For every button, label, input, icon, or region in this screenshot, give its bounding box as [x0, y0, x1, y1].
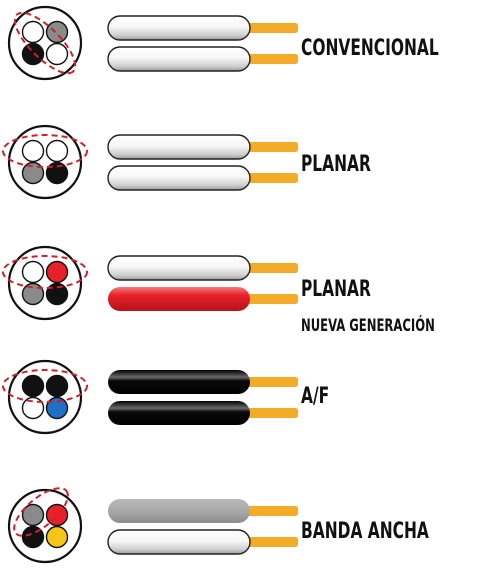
- pair-marker-4: [2, 369, 88, 403]
- cable-row-2: [2, 124, 298, 200]
- conductor-dot-3-2: [45, 260, 69, 284]
- pair-marker-2: [2, 134, 88, 168]
- conductor-dot-5-1: [21, 503, 45, 527]
- wire-3-1: [107, 255, 251, 281]
- pair-marker-5: [13, 487, 69, 537]
- conductor-tip-3-1: [246, 263, 298, 273]
- row-5-label: BANDA ANCHA: [301, 519, 429, 544]
- conductor-tip-2-1: [246, 142, 298, 152]
- conductor-tip-1-1: [246, 23, 298, 33]
- cable-section-1: [7, 5, 83, 81]
- conductor-dot-1-1: [21, 20, 45, 44]
- conductor-tip-1-2: [246, 54, 298, 64]
- row-4-label: A/F: [301, 384, 330, 409]
- conductor-tip-3-2: [246, 294, 298, 304]
- cable-row-1: [7, 5, 298, 81]
- cable-row-4: [2, 359, 298, 435]
- conductor-tip-4-1: [246, 377, 298, 387]
- conductor-tip-5-1: [246, 506, 298, 516]
- conductor-dot-2-1: [21, 139, 45, 163]
- row-2-label: PLANAR: [301, 152, 371, 177]
- conductor-dot-1-3: [21, 42, 45, 66]
- conductor-dot-4-3: [21, 396, 45, 420]
- wire-1-1: [107, 15, 251, 41]
- cable-section-3: [7, 245, 83, 321]
- cable-section-2: [7, 124, 83, 200]
- cable-section-4: [7, 359, 83, 435]
- conductor-dot-2-2: [45, 139, 69, 163]
- pair-marker-3: [2, 255, 88, 289]
- cable-row-3: [2, 245, 298, 321]
- conductor-dot-1-2: [45, 20, 69, 44]
- row-3-label: PLANAR: [301, 277, 371, 302]
- conductor-tip-5-2: [246, 537, 298, 547]
- conductor-dot-3-3: [21, 282, 45, 306]
- wire-2-2: [107, 165, 251, 191]
- cable-row-5: [7, 487, 298, 564]
- wire-4-2: [108, 401, 250, 425]
- wire-1-2: [107, 46, 251, 72]
- wire-2-1: [107, 134, 251, 160]
- wire-4-1: [108, 370, 250, 394]
- conductor-dot-4-2: [45, 374, 69, 398]
- row-3-sublabel: NUEVA GENERACIÓN: [301, 316, 435, 336]
- pair-marker-1: [13, 11, 77, 75]
- wire-5-1: [108, 499, 250, 523]
- conductor-dot-5-2: [45, 503, 69, 527]
- wire-5-2: [107, 529, 251, 555]
- row-1-label: CONVENCIONAL: [301, 36, 439, 61]
- conductor-dot-3-1: [21, 260, 45, 284]
- conductor-dot-2-3: [21, 161, 45, 185]
- conductor-dot-5-4: [45, 525, 69, 549]
- conductor-dot-4-1: [21, 374, 45, 398]
- wire-3-2: [108, 287, 250, 311]
- conductor-dot-1-4: [45, 42, 69, 66]
- conductor-tip-2-2: [246, 173, 298, 183]
- conductor-tip-4-2: [246, 408, 298, 418]
